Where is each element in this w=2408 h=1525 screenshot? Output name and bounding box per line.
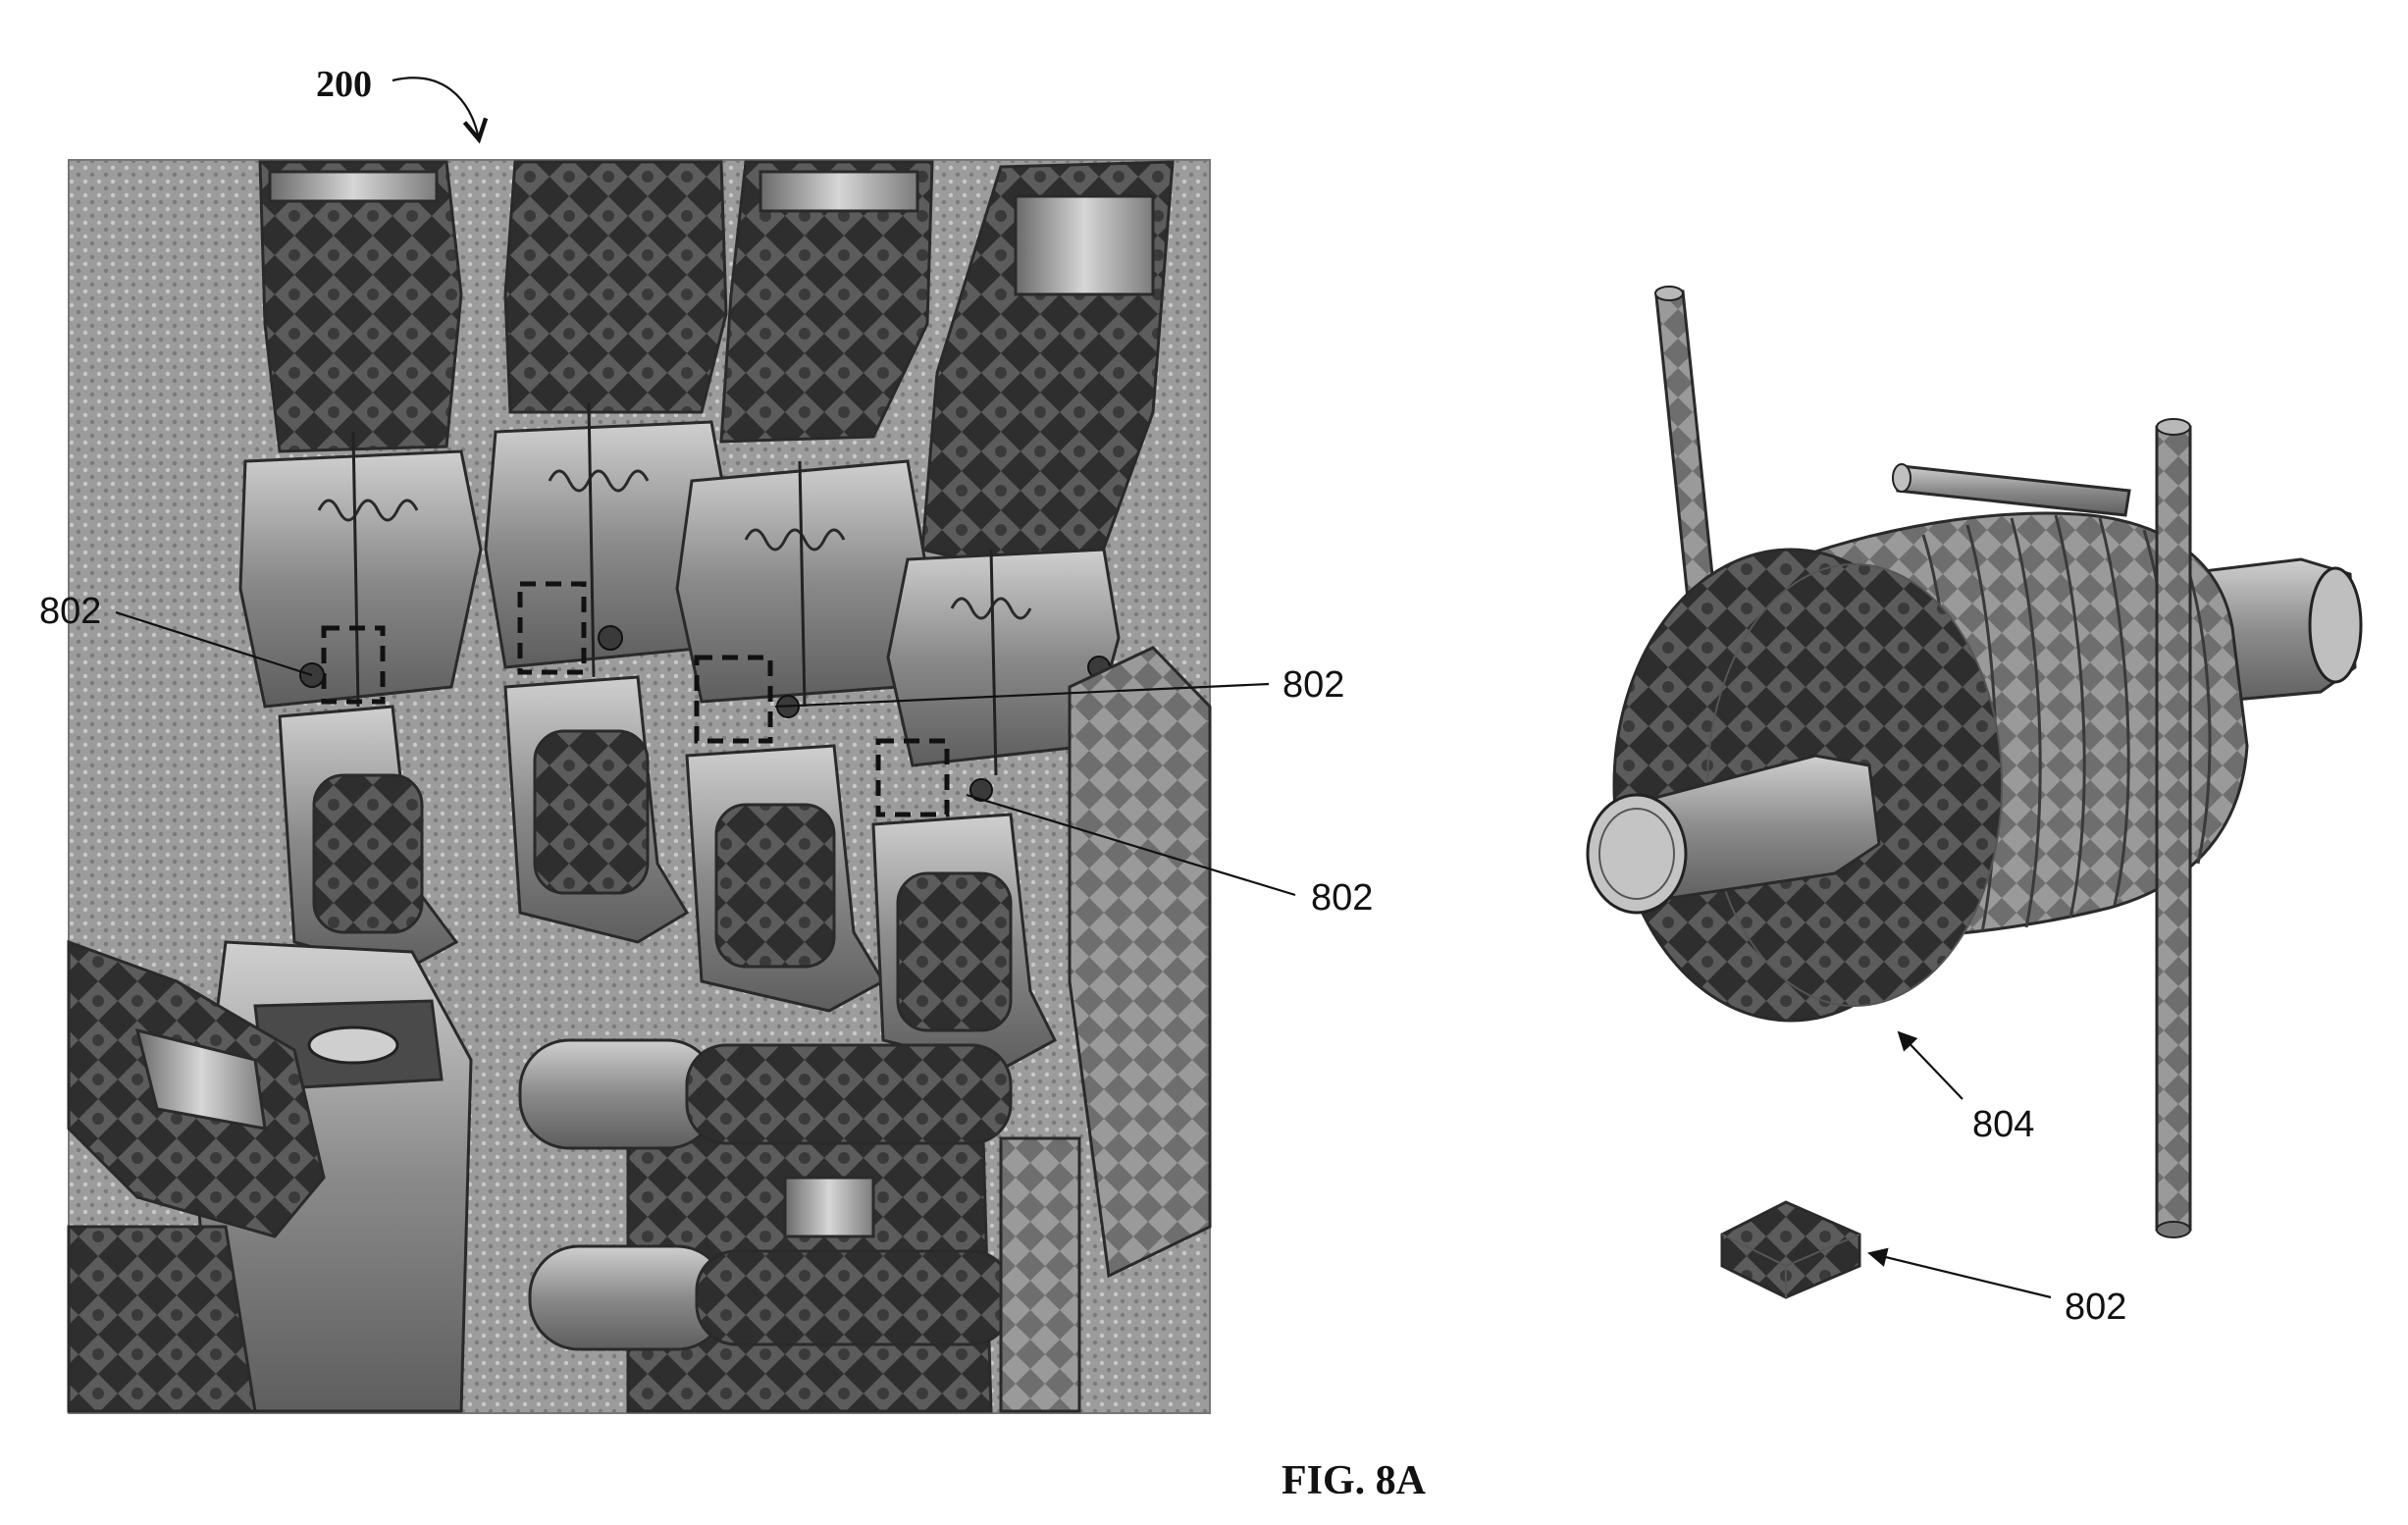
assembly-ref-arrow <box>392 77 479 139</box>
front-shaft <box>1586 754 1881 915</box>
back-horizontal-rod <box>1892 463 2131 517</box>
callout-802-left-c: 802 <box>1311 877 1373 919</box>
leader-802-left-b <box>774 682 1270 709</box>
sensor-block-802 <box>1720 1200 1861 1299</box>
leader-802-block <box>1867 1247 2052 1299</box>
callout-804: 804 <box>1972 1104 2034 1145</box>
right-callouts: 804 802 <box>1867 1030 2126 1328</box>
leader-802-left-a <box>115 610 313 677</box>
finger-segments <box>258 160 1175 591</box>
left-callouts: 802 802 802 <box>39 591 1373 919</box>
linkage-brackets <box>278 646 1212 1279</box>
figure-caption: FIG. 8A <box>1282 1458 1427 1503</box>
leader-804 <box>1897 1030 1963 1100</box>
leader-802-left-c <box>966 793 1296 897</box>
sensor-location-outlines <box>321 581 950 817</box>
hand-rendering-panel <box>67 159 1212 1414</box>
callout-802-block: 802 <box>2065 1287 2126 1328</box>
palm-body <box>67 939 1081 1413</box>
spool-assembly <box>1586 286 2363 1238</box>
knuckle-housings <box>238 401 1121 776</box>
assembly-reference: 200 <box>316 64 479 139</box>
callout-802-left-b: 802 <box>1283 664 1344 706</box>
left-vertical-rod <box>1654 286 1717 610</box>
callout-802-left-a: 802 <box>39 591 101 632</box>
assembly-ref-label: 200 <box>316 64 372 105</box>
right-vertical-rod <box>2155 418 2192 1238</box>
